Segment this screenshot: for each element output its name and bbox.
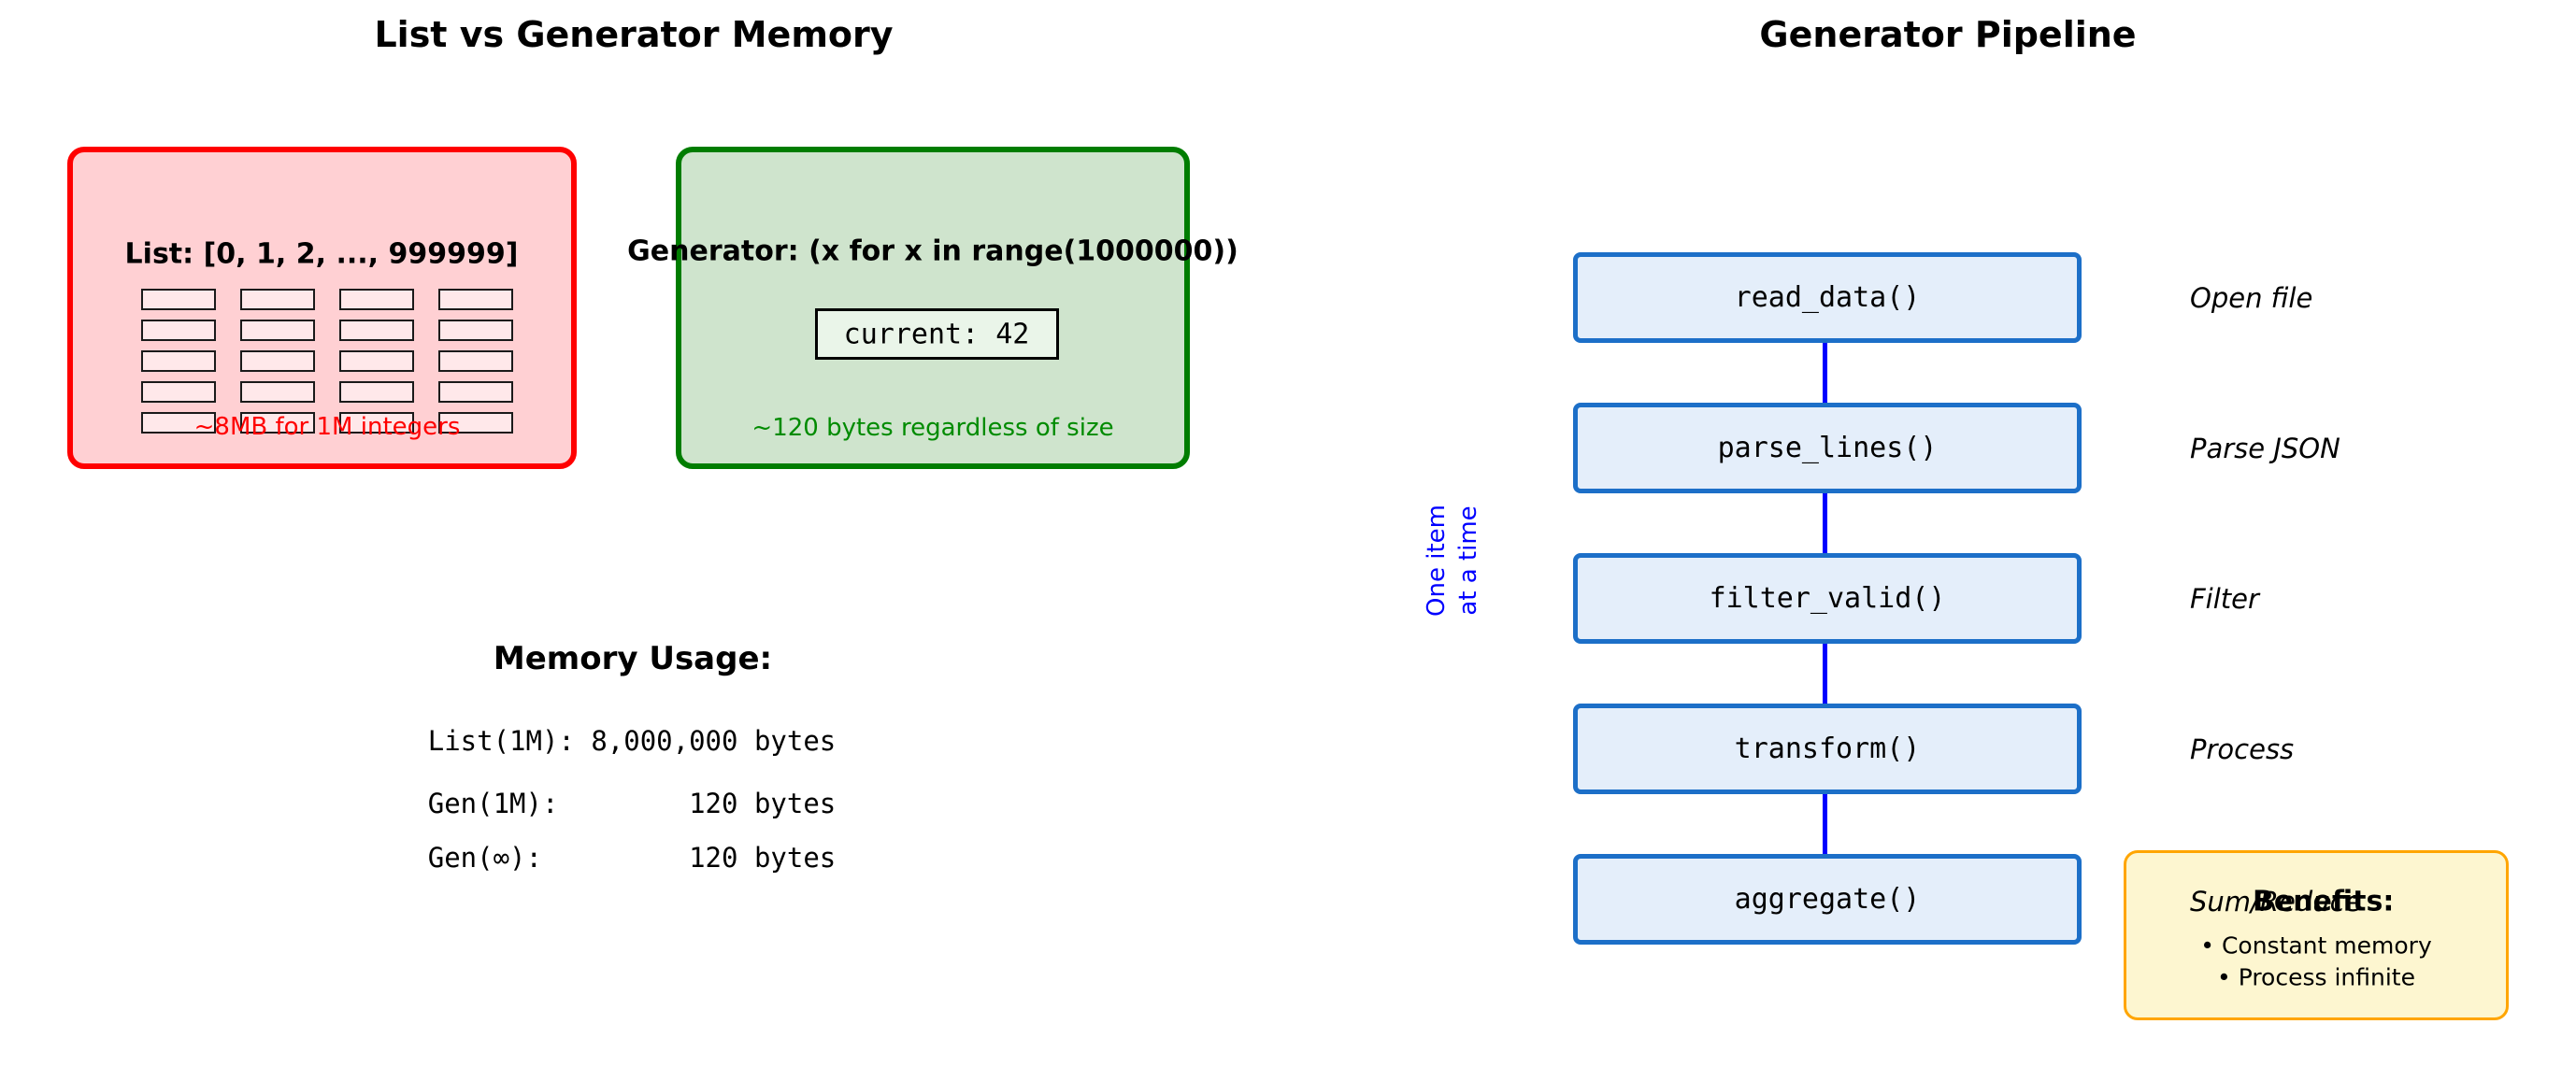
benefit-item-constant-memory: • Constant memory [2200, 932, 2432, 960]
memory-cell [438, 320, 513, 341]
memory-usage-line-gen-1m: Gen(1M): 120 bytes [427, 788, 837, 819]
memory-cell [240, 381, 315, 403]
pipeline-stage-transform: transform() [1573, 704, 2082, 794]
memory-cell [438, 350, 513, 372]
stage-label-sum-reduce: Sum/Reduce [2190, 886, 2362, 917]
memory-cell [141, 350, 216, 372]
list-memory-cell-grid [141, 289, 513, 434]
memory-cell [438, 289, 513, 310]
memory-cell [339, 350, 414, 372]
memory-usage-heading: Memory Usage: [493, 640, 773, 677]
memory-cell [438, 412, 513, 434]
memory-cell [438, 381, 513, 403]
pipeline-connector [1823, 644, 1827, 704]
memory-cell [339, 289, 414, 310]
benefits-heading: Benefits: [2253, 885, 2395, 918]
memory-cell [339, 320, 414, 341]
generator-current-value-box [815, 308, 1059, 360]
list-box-title: List: [0, 1, 2, ..., 999999] [124, 237, 519, 271]
right-panel-title: Generator Pipeline [1759, 14, 2137, 55]
pipeline-stage-read-data: read_data() [1573, 252, 2082, 343]
generator-current-value: current: 42 [843, 318, 1030, 351]
memory-cell [141, 289, 216, 310]
stage-label-parse-json: Parse JSON [2190, 433, 2340, 464]
pipeline-stage-filter-valid: filter_valid() [1573, 553, 2082, 644]
memory-usage-line-gen-inf: Gen(∞): 120 bytes [427, 842, 837, 874]
stage-label-open-file: Open file [2190, 282, 2313, 314]
pipeline-stage-aggregate: aggregate() [1573, 854, 2082, 945]
benefits-box [2124, 850, 2509, 1020]
pipeline-connector [1823, 493, 1827, 553]
pipeline-stage-parse-lines: parse_lines() [1573, 403, 2082, 493]
pipeline-connector [1823, 343, 1827, 403]
memory-cell [141, 381, 216, 403]
list-memory-caption: ~8MB for 1M integers [193, 413, 461, 441]
memory-usage-line-list: List(1M): 8,000,000 bytes [427, 725, 837, 757]
memory-cell [240, 412, 315, 434]
memory-cell [240, 289, 315, 310]
left-panel-title: List vs Generator Memory [374, 14, 894, 55]
pipeline-connector [1823, 794, 1827, 854]
generator-box-title: Generator: (x for x in range(1000000)) [627, 235, 1238, 268]
generator-memory-caption: ~120 bytes regardless of size [751, 414, 1114, 442]
memory-cell [141, 320, 216, 341]
memory-cell [240, 320, 315, 341]
memory-cell [141, 412, 216, 434]
stage-label-filter: Filter [2190, 583, 2259, 615]
benefit-item-process-infinite: • Process infinite [2217, 963, 2415, 991]
one-item-at-a-time-note: One item at a time [1423, 505, 1482, 617]
memory-cell [240, 350, 315, 372]
memory-cell [339, 381, 414, 403]
stage-label-process: Process [2190, 733, 2295, 765]
generator-memory-box [676, 147, 1190, 469]
memory-cell [339, 412, 414, 434]
